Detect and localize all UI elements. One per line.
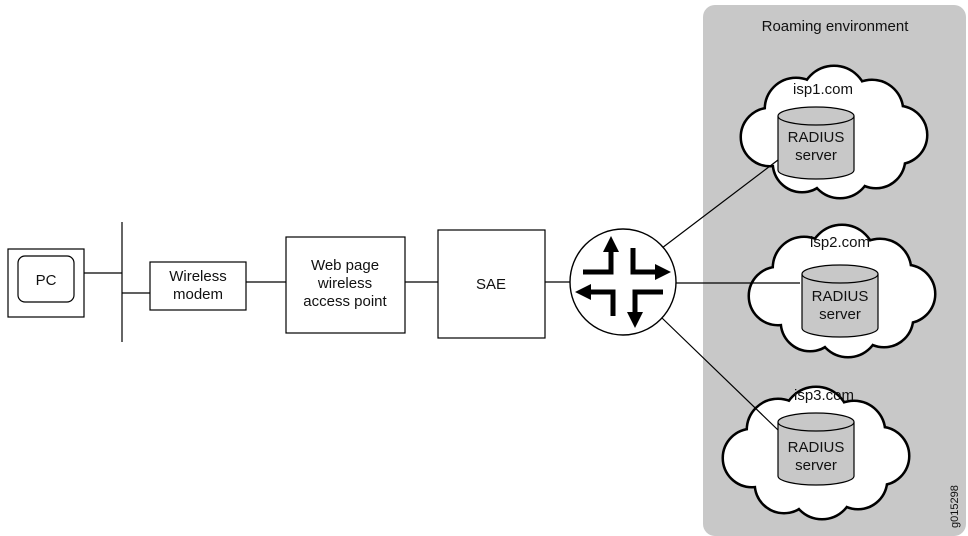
figure-id: g015298 [949, 485, 961, 528]
pc-label: PC [36, 272, 57, 289]
pc-device: PC [7, 248, 85, 318]
radius-server-isp2: RADIUS server [801, 264, 879, 338]
isp2-group: isp2.com RADIUS server [801, 234, 879, 338]
radius-server-isp1-line1: RADIUS [788, 129, 845, 146]
wireless-modem-label-line1: Wireless [169, 268, 227, 285]
isp2-label: isp2.com [810, 234, 870, 251]
radius-server-isp1-line2: server [795, 147, 837, 164]
radius-server-isp2-line2: server [819, 306, 861, 323]
access-point-label-line1: Web page [311, 257, 379, 274]
wireless-access-point: Web page wireless access point [285, 236, 406, 334]
radius-server-isp3-line1: RADIUS [788, 439, 845, 456]
access-point-label-line2: wireless [317, 275, 372, 292]
roaming-environment-label: Roaming environment [762, 18, 910, 35]
wireless-modem: Wireless modem [149, 261, 247, 311]
radius-server-isp1: RADIUS server [777, 106, 855, 180]
isp3-label: isp3.com [794, 387, 854, 404]
radius-server-isp3-line2: server [795, 457, 837, 474]
link-router-isp3 [661, 317, 779, 431]
radius-server-isp3: RADIUS server [777, 412, 855, 486]
isp1-group: isp1.com RADIUS server [777, 81, 855, 180]
radius-server-isp2-line1: RADIUS [812, 288, 869, 305]
wireless-modem-label-line2: modem [173, 286, 223, 303]
sae-node: SAE [437, 229, 546, 339]
access-point-label-line3: access point [303, 293, 387, 310]
sae-label: SAE [476, 276, 506, 293]
isp3-group: isp3.com RADIUS server [777, 387, 855, 486]
isp1-label: isp1.com [793, 81, 853, 98]
router-icon [569, 228, 677, 336]
link-router-isp1 [661, 159, 779, 249]
